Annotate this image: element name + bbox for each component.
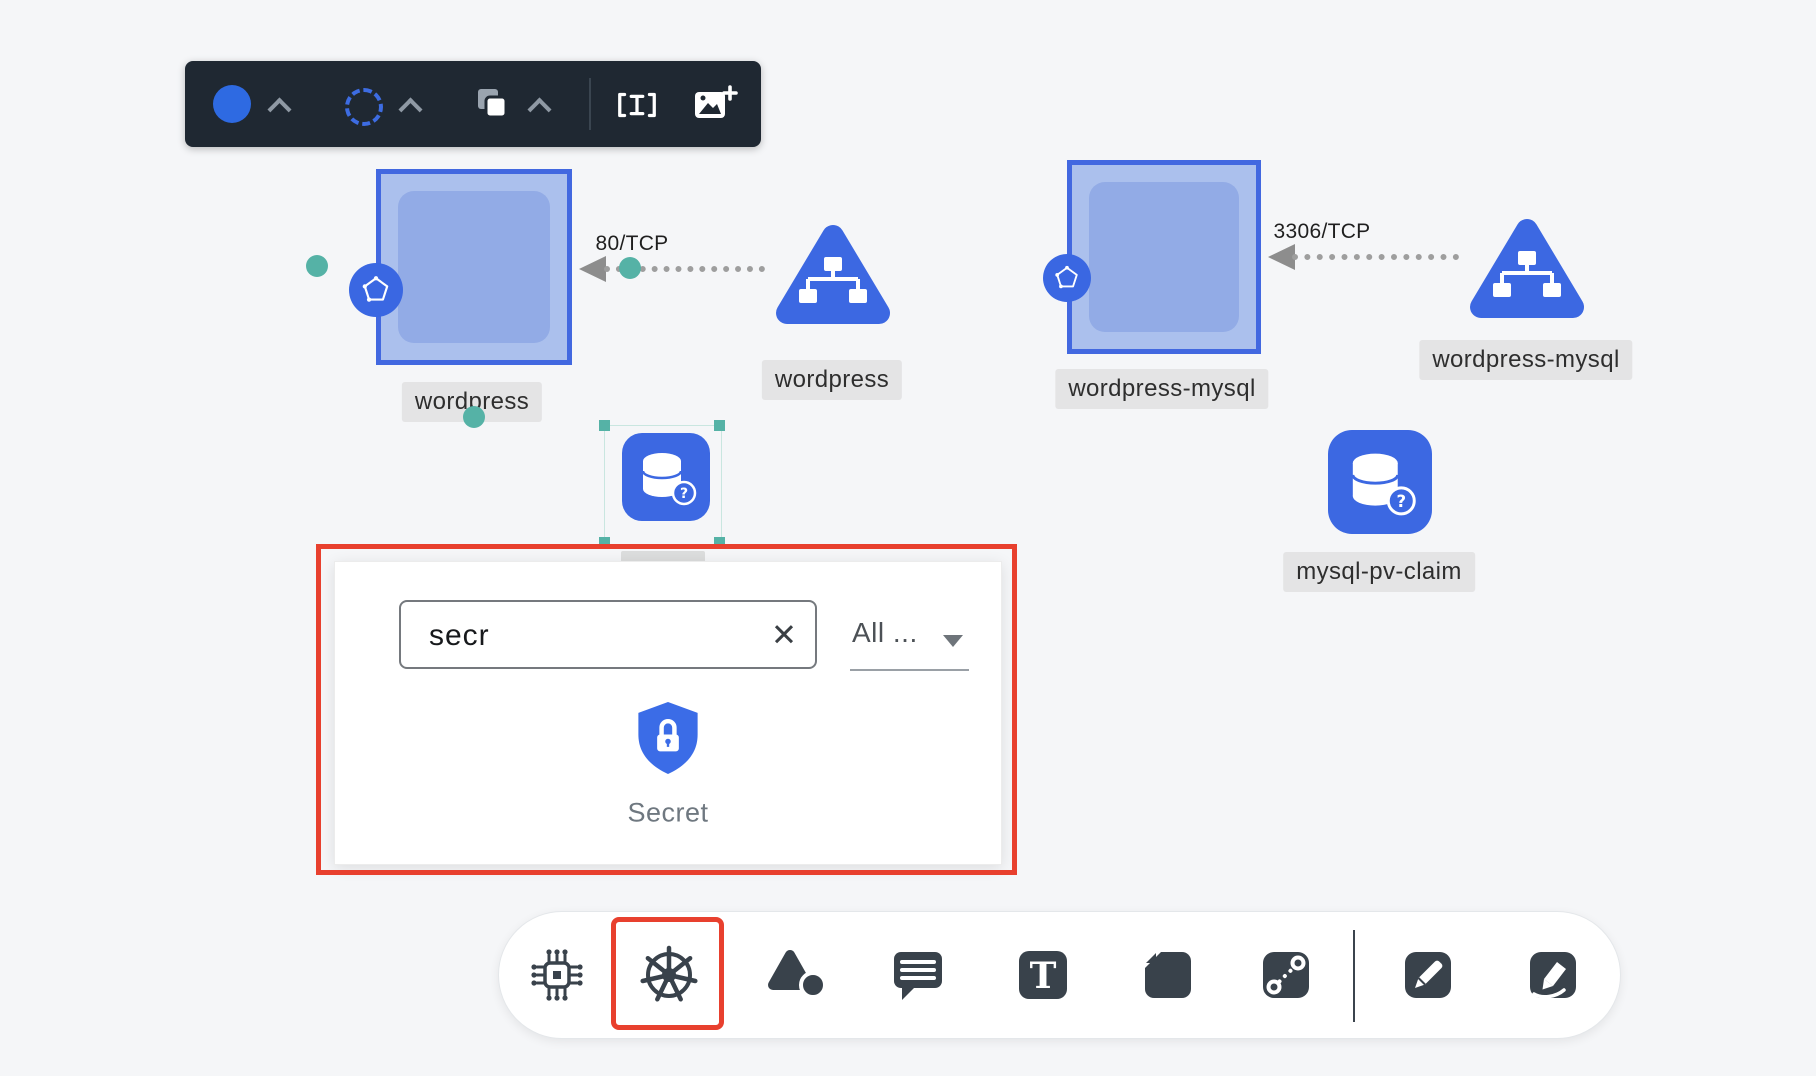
- highlighter-icon: [1530, 952, 1576, 999]
- shapes-icon: [768, 950, 827, 999]
- comment-icon: [894, 952, 942, 1000]
- hidden-node-label: [621, 551, 705, 564]
- node-label: mysql-pv-claim: [1283, 552, 1475, 592]
- edge-label: 3306/TCP: [1273, 220, 1371, 243]
- insert-image-button[interactable]: [690, 81, 738, 134]
- node-label: wordpress: [761, 360, 903, 400]
- svg-text:?: ?: [1396, 492, 1406, 511]
- filter-selected-value: All ...: [852, 617, 918, 648]
- chevron-down-icon: [943, 635, 963, 647]
- pod-pentagon-icon: [1055, 265, 1078, 289]
- tool-comment[interactable]: [886, 943, 950, 1007]
- text-icon: T: [1019, 951, 1067, 999]
- svg-text:?: ?: [680, 486, 688, 502]
- pod-badge-icon[interactable]: [1043, 254, 1091, 302]
- tool-pen[interactable]: [1396, 943, 1460, 1007]
- toolbar-divider: [589, 78, 591, 130]
- pod-pentagon-icon: [362, 276, 389, 302]
- service-triangle-icon: [776, 225, 890, 324]
- image-add-icon: [695, 85, 738, 118]
- shape-search-input[interactable]: [427, 602, 731, 669]
- selection-handle[interactable]: [599, 537, 610, 548]
- clear-search-icon[interactable]: ✕: [771, 617, 797, 652]
- layers-icon: [478, 89, 508, 119]
- pvc-database-icon: ?: [641, 453, 697, 506]
- tool-sticky-note[interactable]: [1136, 943, 1200, 1007]
- selection-handle[interactable]: [599, 420, 610, 431]
- edge-arrowhead: [1268, 244, 1295, 270]
- selected-pvc-node[interactable]: ?: [622, 433, 710, 521]
- result-secret-shape[interactable]: [633, 699, 703, 782]
- connection-handle-dot[interactable]: [306, 255, 328, 277]
- mysql-deployment-node[interactable]: [1067, 160, 1261, 354]
- style-toolbar: [185, 61, 761, 147]
- node-label: wordpress-mysql: [1055, 369, 1269, 409]
- pvc-database-icon: ?: [1351, 453, 1416, 516]
- edge-waypoint-dot[interactable]: [619, 257, 641, 279]
- mysql-service-node[interactable]: [1462, 206, 1592, 341]
- fill-color-button[interactable]: [213, 85, 251, 123]
- tool-infrastructure-shapes[interactable]: [525, 943, 589, 1007]
- toolbar-divider: [1353, 930, 1355, 1022]
- stroke-style-button[interactable]: [345, 88, 383, 126]
- tool-text[interactable]: T: [1011, 943, 1075, 1007]
- chevron-up-icon[interactable]: [398, 97, 423, 122]
- sticky-note-icon: [1145, 952, 1191, 998]
- circuit-icon: [531, 949, 583, 1001]
- text-width-icon: [618, 92, 656, 118]
- connection-handle-dot[interactable]: [463, 406, 485, 428]
- deployment-inner-shape: [398, 191, 550, 343]
- chevron-up-icon[interactable]: [527, 97, 552, 122]
- connector-icon: [1263, 952, 1309, 998]
- shape-search-box: ✕: [399, 600, 817, 669]
- arrange-layers-button[interactable]: [471, 84, 511, 129]
- edge-wordpress[interactable]: [604, 266, 765, 272]
- wordpress-deployment-node[interactable]: [376, 169, 572, 365]
- edge-mysql[interactable]: [1292, 254, 1459, 260]
- tool-connector[interactable]: [1254, 943, 1318, 1007]
- wordpress-service-node[interactable]: [768, 212, 898, 347]
- pen-icon: [1405, 952, 1451, 998]
- tool-kubernetes-shapes[interactable]: [637, 943, 701, 1007]
- edge-arrowhead: [579, 256, 606, 282]
- result-shape-label: Secret: [627, 797, 709, 828]
- kubernetes-wheel-icon: [640, 945, 698, 1002]
- deployment-inner-shape: [1089, 182, 1239, 332]
- node-label: wordpress-mysql: [1419, 340, 1633, 380]
- chevron-up-icon[interactable]: [267, 97, 292, 122]
- svg-text:T: T: [1030, 955, 1057, 997]
- tool-highlighter[interactable]: [1521, 943, 1585, 1007]
- pod-badge-icon[interactable]: [349, 263, 403, 317]
- selection-handle[interactable]: [714, 420, 725, 431]
- shape-toolbar: T: [498, 911, 1621, 1039]
- tool-basic-shapes[interactable]: [768, 943, 832, 1007]
- shape-filter-dropdown[interactable]: All ...: [850, 607, 969, 671]
- secret-shield-icon: [638, 701, 698, 775]
- edge-label: 80/TCP: [595, 232, 669, 255]
- service-triangle-icon: [1470, 219, 1584, 318]
- shape-picker-panel: ✕ All ... Secret: [334, 561, 1002, 865]
- resize-text-button[interactable]: [614, 82, 660, 133]
- selection-handle[interactable]: [714, 537, 725, 548]
- mysql-pv-claim-node[interactable]: ?: [1328, 430, 1432, 534]
